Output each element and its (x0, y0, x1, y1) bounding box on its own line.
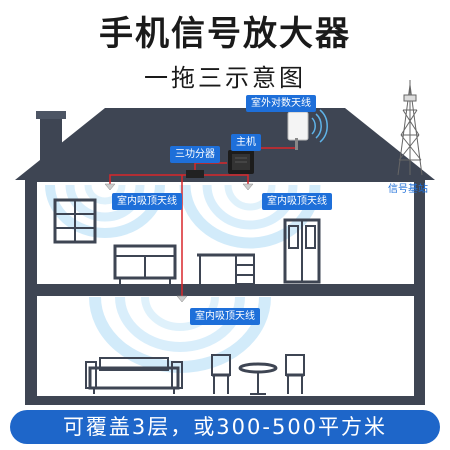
coverage-banner: 可覆盖3层，或300-500平方米 (10, 410, 440, 444)
dining-set (211, 354, 305, 395)
window (53, 198, 97, 244)
indoor-antenna-left-label: 室内吸顶天线 (112, 193, 182, 210)
indoor-antenna-right-label: 室内吸顶天线 (262, 193, 332, 210)
splitter-label: 三功分器 (170, 146, 220, 163)
indoor-antenna-ground-label: 室内吸顶天线 (190, 308, 260, 325)
page-title: 手机信号放大器 (99, 14, 351, 54)
ceiling-antennas (104, 183, 254, 303)
base-station-tower (397, 80, 423, 176)
roof (15, 108, 435, 180)
desk (197, 253, 255, 285)
wardrobe (283, 218, 321, 284)
outdoor-antenna (287, 109, 328, 150)
host-unit (228, 150, 254, 174)
sofa (85, 357, 183, 394)
cabinet (113, 244, 177, 284)
base-station-label: 信号基站 (388, 184, 428, 195)
splitter-box (186, 170, 204, 178)
chimney (40, 115, 62, 160)
page-subtitle: 一拖三示意图 (144, 64, 306, 92)
host-label: 主机 (231, 134, 261, 151)
outdoor-antenna-label: 室外对数天线 (246, 95, 316, 112)
